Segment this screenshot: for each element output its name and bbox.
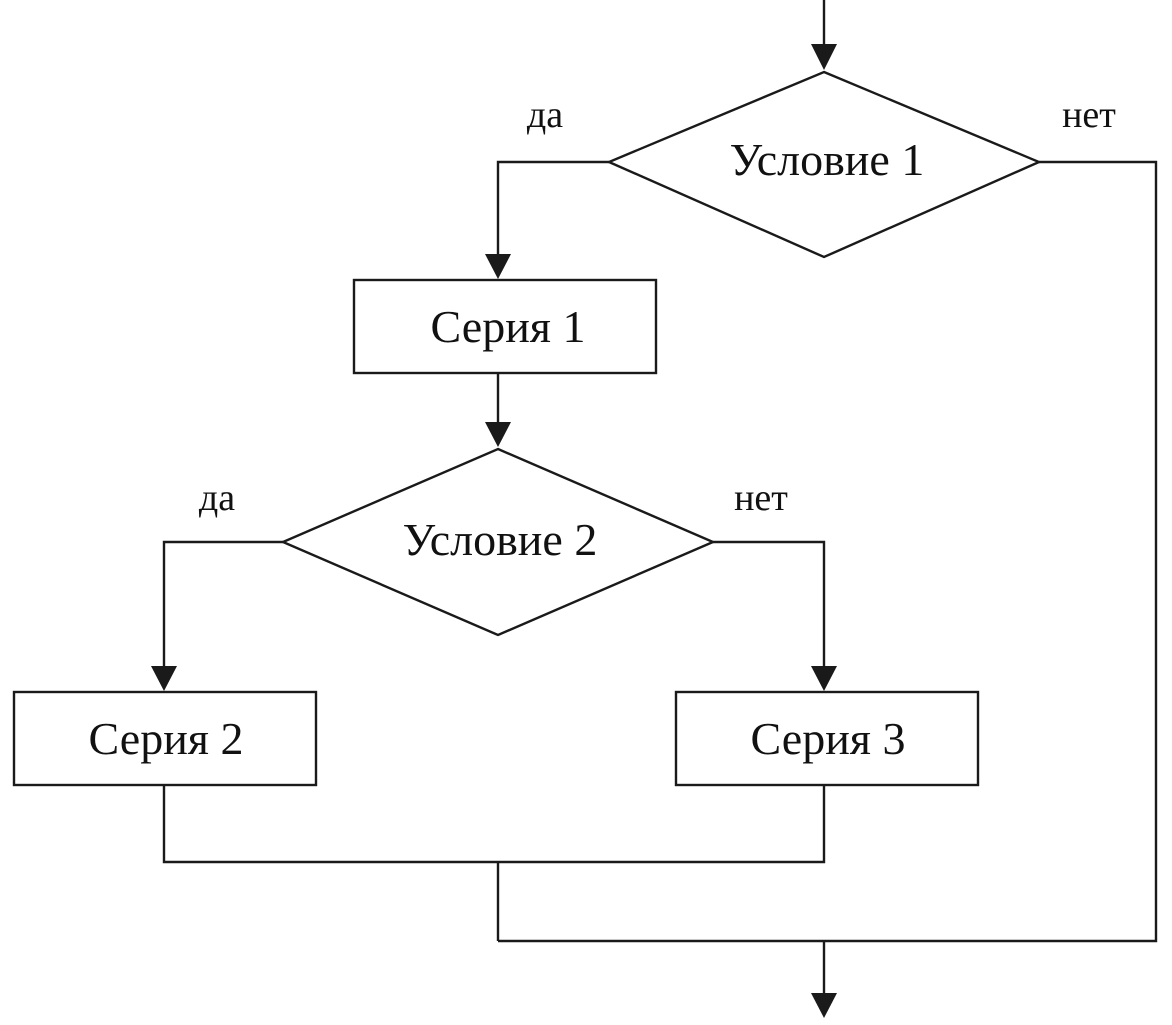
condition-1-no-connector — [498, 160, 1158, 943]
series-2-label: Серия 2 — [89, 713, 244, 764]
condition-1-yes-connector — [496, 160, 609, 256]
condition-1-no-label: нет — [1062, 94, 1116, 136]
series-3-arrowhead — [811, 666, 837, 691]
series-3-label: Серия 3 — [751, 713, 906, 764]
inner-merge-connector — [162, 785, 826, 864]
condition-1-label: Условие 1 — [730, 134, 925, 185]
series-1-process — [352, 278, 658, 375]
condition-1-decision — [605, 70, 1043, 259]
condition-2-label: Условие 2 — [403, 514, 598, 565]
series-3-process — [674, 690, 980, 787]
exit-arrowhead — [811, 993, 837, 1018]
condition-2-yes-connector — [162, 540, 283, 668]
series-1-label: Серия 1 — [431, 301, 586, 352]
series-2-arrowhead — [151, 666, 177, 691]
condition-2-arrowhead — [485, 422, 511, 447]
entry-arrowhead — [811, 44, 837, 70]
condition-2-decision — [279, 447, 717, 637]
series-2-process — [12, 690, 318, 787]
series-1-arrowhead — [485, 254, 511, 279]
condition-2-yes-label: да — [199, 477, 235, 519]
condition-2-no-label: нет — [734, 477, 788, 519]
condition-1-yes-label: да — [527, 94, 563, 136]
condition-2-no-connector — [713, 540, 826, 668]
